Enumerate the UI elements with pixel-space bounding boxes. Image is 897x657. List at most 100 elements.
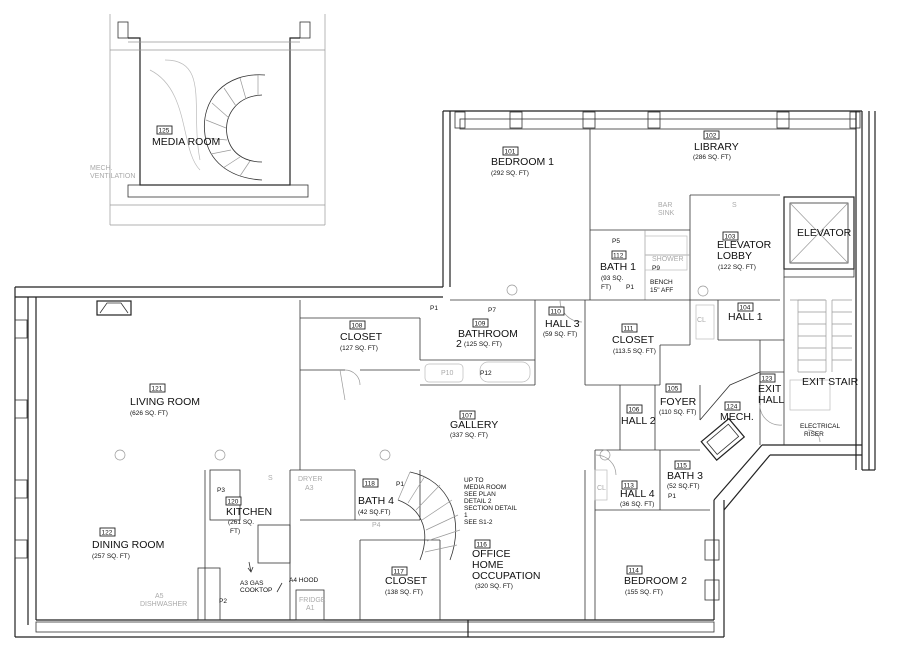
p1-bath1-label: P1 <box>626 284 634 291</box>
p1-bath4-label: P1 <box>396 481 404 488</box>
s-label-upper: S <box>732 202 737 209</box>
room-105-area: (110 SQ. FT) <box>659 409 696 416</box>
room-tags: 101 BEDROOM 1 (292 SQ. FT) 102 LIBRARY (… <box>92 130 859 612</box>
room-112-number: 112 <box>613 253 624 260</box>
room-121-name: LIVING ROOM <box>130 396 200 408</box>
room-102-name: LIBRARY <box>694 141 739 153</box>
stair-note-4: DETAIL 2 <box>464 498 492 505</box>
p1-bath3-label: P1 <box>668 493 676 500</box>
room-122-number: 122 <box>102 530 113 537</box>
room-118-area: (42 SQ.FT) <box>358 509 391 516</box>
room-106-number: 106 <box>629 407 640 414</box>
room-110-name: HALL 3 <box>545 318 580 330</box>
room-106-name: HALL 2 <box>621 415 656 427</box>
room-118-number: 118 <box>365 481 376 488</box>
light-fixtures <box>114 284 709 461</box>
room-118-name: BATH 4 <box>358 495 394 507</box>
room-124-number: 124 <box>727 404 738 411</box>
room-120-number: 120 <box>228 499 239 506</box>
room-116-area: (320 SQ. FT) <box>475 583 513 590</box>
room-117-area: (138 SQ. FT) <box>385 589 423 596</box>
room-101-name: BEDROOM 1 <box>491 156 554 168</box>
room-112-area-2: FT) <box>601 284 611 291</box>
room-110-area: (59 SQ. FT) <box>543 331 577 338</box>
room-105-number: 105 <box>668 386 679 393</box>
cl-label-1: CL <box>697 317 706 324</box>
room-111-number: 111 <box>624 326 634 333</box>
room-108-name: CLOSET <box>340 331 383 343</box>
room-111-name: CLOSET <box>612 334 655 346</box>
p2-label: P2 <box>219 598 227 605</box>
room-113-number: 113 <box>624 483 635 490</box>
room-112-area: (93 SQ. <box>601 275 624 282</box>
room-104-name: HALL 1 <box>728 311 763 323</box>
room-120-name: KITCHEN <box>226 506 272 518</box>
p10-label: P10 <box>441 370 454 377</box>
room-103-number: 103 <box>725 234 736 241</box>
room-109-name-2: 2 <box>456 338 462 350</box>
room-123-name: EXIT <box>758 383 782 395</box>
p7-label: P7 <box>488 307 496 314</box>
room-101-area: (292 SQ. FT) <box>491 170 529 177</box>
room-111-area: (113.5 SQ. FT) <box>613 348 656 355</box>
fixture-outlines <box>594 235 831 501</box>
exterior-walls <box>14 110 876 638</box>
room-103-name-2: LOBBY <box>717 250 752 262</box>
room-116-number: 116 <box>477 542 488 549</box>
room-108-area: (127 SQ. FT) <box>340 345 378 352</box>
room-116-name-2: HOME <box>472 559 504 571</box>
room-122-name: DINING ROOM <box>92 539 164 551</box>
room-109-name: BATHROOM <box>458 328 518 340</box>
room-115-number: 115 <box>677 463 688 470</box>
mech-ventilation-label: MECH. <box>90 165 113 172</box>
a5-dishwasher-label: A5 <box>155 593 164 600</box>
shower-label: SHOWER <box>652 256 684 263</box>
a5-dishwasher-label-2: DISHWASHER <box>140 601 187 608</box>
room-102-area: (286 SQ. FT) <box>693 154 731 161</box>
room-117-name: CLOSET <box>385 575 428 587</box>
elevator-label: ELEVATOR <box>797 227 852 239</box>
room-120-area-2: FT) <box>230 528 240 535</box>
room-105-name: FOYER <box>660 396 697 408</box>
dryer-label: DRYER <box>298 476 322 483</box>
fridge-label: FRIDGE <box>299 597 326 604</box>
p5-label: P5 <box>612 238 620 245</box>
room-122-area: (257 SQ. FT) <box>92 553 130 560</box>
room-110-number: 110 <box>551 309 562 316</box>
stair-note-1: UP TO <box>464 477 484 484</box>
p4-label: P4 <box>372 522 381 529</box>
stair-note-6: 1 <box>464 512 468 519</box>
room-103-area: (122 SQ. FT) <box>718 264 756 271</box>
room-117-number: 117 <box>394 569 405 576</box>
room-114-area: (155 SQ. FT) <box>625 589 663 596</box>
bench-label-2: 15" AFF <box>650 287 673 294</box>
electrical-riser-label-2: RISER <box>804 431 824 438</box>
room-115-name: BATH 3 <box>667 470 703 482</box>
room-116-name-3: OCCUPATION <box>472 570 540 582</box>
room-112-name: BATH 1 <box>600 261 636 273</box>
media-room-number: 125 <box>159 128 170 135</box>
room-114-name: BEDROOM 2 <box>624 575 687 587</box>
room-107-name: GALLERY <box>450 419 498 431</box>
room-121-number: 121 <box>152 386 163 393</box>
fridge-label-2: A1 <box>306 605 315 612</box>
cl-label-2: CL <box>597 485 606 492</box>
p9-label: P9 <box>652 265 660 272</box>
dryer-label-2: A3 <box>305 485 314 492</box>
p12-label: P12 <box>480 370 492 377</box>
room-109-area: (125 SQ. FT) <box>464 341 502 348</box>
a3-gas-label: A3 GAS <box>240 580 264 587</box>
bench-label: BENCH <box>650 279 673 286</box>
room-124-name: MECH. <box>720 411 754 423</box>
a4-hood-label: A4 HOOD <box>289 577 319 584</box>
room-120-area: (261 SQ. <box>228 519 254 526</box>
stair-note-7: SEE S1-2 <box>464 519 493 526</box>
room-116-name: OFFICE <box>472 548 511 560</box>
bar-sink-label-2: SINK <box>658 210 675 217</box>
room-121-area: (626 SQ. FT) <box>130 410 168 417</box>
room-123-number: 123 <box>762 376 773 383</box>
room-113-name: HALL 4 <box>620 488 655 500</box>
room-103-name: ELEVATOR <box>717 239 772 251</box>
room-108-number: 108 <box>352 323 363 330</box>
